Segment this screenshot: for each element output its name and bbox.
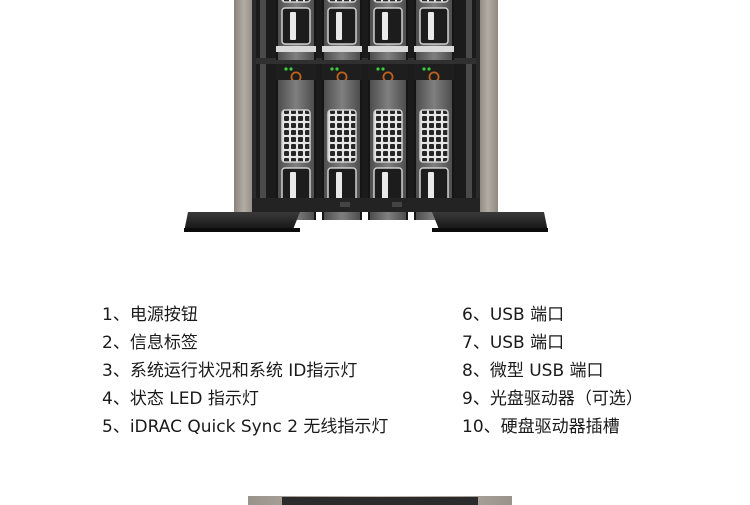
drive-bay xyxy=(321,0,363,61)
feature-item: 9、光盘驱动器（可选） xyxy=(462,389,643,409)
feature-item: 10、硬盘驱动器插槽 xyxy=(462,417,620,437)
server-top-edge-image xyxy=(248,496,512,505)
feature-item: 7、USB 端口 xyxy=(462,333,565,353)
feature-list-left: 1、电源按钮 2、信息标签 3、系统运行状况和系统 ID指示灯 4、状态 LED… xyxy=(102,301,388,441)
drive-bay xyxy=(413,0,455,61)
feature-item: 1、电源按钮 xyxy=(102,305,198,325)
feature-item: 3、系统运行状况和系统 ID指示灯 xyxy=(102,361,358,381)
feature-item: 8、微型 USB 端口 xyxy=(462,361,604,381)
drive-bay xyxy=(275,0,317,61)
feature-item: 4、状态 LED 指示灯 xyxy=(102,389,259,409)
server-front-image: .led{fill:#3ccf3c}.latch{stroke:#c0621e} xyxy=(184,0,548,232)
feature-list-right: 6、USB 端口 7、USB 端口 8、微型 USB 端口 9、光盘驱动器（可选… xyxy=(462,301,643,441)
feature-item: 6、USB 端口 xyxy=(462,305,565,325)
drive-bay xyxy=(367,0,409,61)
feature-item: 2、信息标签 xyxy=(102,333,198,353)
feature-item: 5、iDRAC Quick Sync 2 无线指示灯 xyxy=(102,417,389,437)
